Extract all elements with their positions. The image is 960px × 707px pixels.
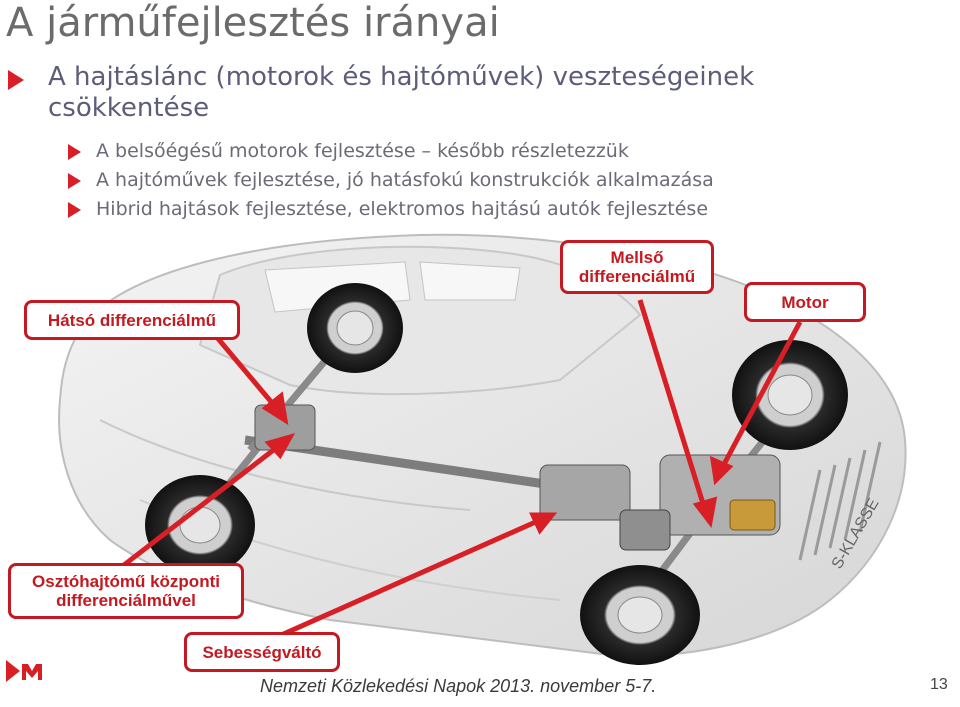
sub-bullet-arrow-icon <box>68 202 81 218</box>
label-front-differential-line1: Mellső <box>610 248 664 267</box>
gearbox-unit <box>539 464 631 521</box>
footer-text: Nemzeti Közlekedési Napok 2013. november… <box>260 676 657 696</box>
label-motor-text: Motor <box>781 292 829 312</box>
bullet-arrow-icon <box>8 70 24 90</box>
sub-bullet-2: A hajtóművek fejlesztése, jó hatásfokú k… <box>96 169 714 191</box>
main-bullet-line2: csökkentése <box>48 93 210 123</box>
label-front-differential-line2: differenciálmű <box>578 267 696 286</box>
front-grille <box>798 441 882 561</box>
pointer-arrows <box>118 299 803 643</box>
label-gearbox-text: Sebességváltó <box>202 642 322 662</box>
engine-accent <box>729 499 776 531</box>
label-rear-differential: Hátsó differenciálmű <box>24 300 240 340</box>
sub-bullet-arrow-icon <box>68 173 81 189</box>
logo-icon <box>6 660 42 682</box>
wheel-front-right <box>732 340 848 450</box>
car-drivetrain-illustration: S-KLASSE <box>58 233 907 665</box>
page-title: A járműfejlesztés irányai <box>6 0 500 46</box>
label-rear-differential-text: Hátsó differenciálmű <box>47 310 217 330</box>
main-bullet: A hajtáslánc (motorok és hajtóművek) ves… <box>20 62 754 124</box>
label-motor: Motor <box>744 282 866 322</box>
label-transfer-case-line1: Osztóhajtómű központi <box>32 572 220 591</box>
main-bullet-line1: A hajtáslánc (motorok és hajtóművek) ves… <box>48 62 755 92</box>
label-gearbox: Sebességváltó <box>184 632 340 672</box>
wheel-front-left <box>580 565 700 665</box>
sunroof-2 <box>419 261 521 301</box>
label-transfer-case-line2: differenciálművel <box>56 591 196 610</box>
page-number: 13 <box>930 676 948 693</box>
transfer-case-unit <box>619 509 671 551</box>
label-front-differential: Mellső differenciálmű <box>560 240 714 294</box>
wheel-rear-left <box>145 475 255 575</box>
sub-bullet-arrow-icon <box>68 144 81 160</box>
sub-bullet-3: Hibrid hajtások fejlesztése, elektromos … <box>96 198 709 220</box>
label-transfer-case: Osztóhajtómű központi differenciálművel <box>8 563 244 619</box>
wheel-rear-right <box>307 283 403 373</box>
sub-bullet-1: A belsőégésű motorok fejlesztése – későb… <box>96 140 629 162</box>
